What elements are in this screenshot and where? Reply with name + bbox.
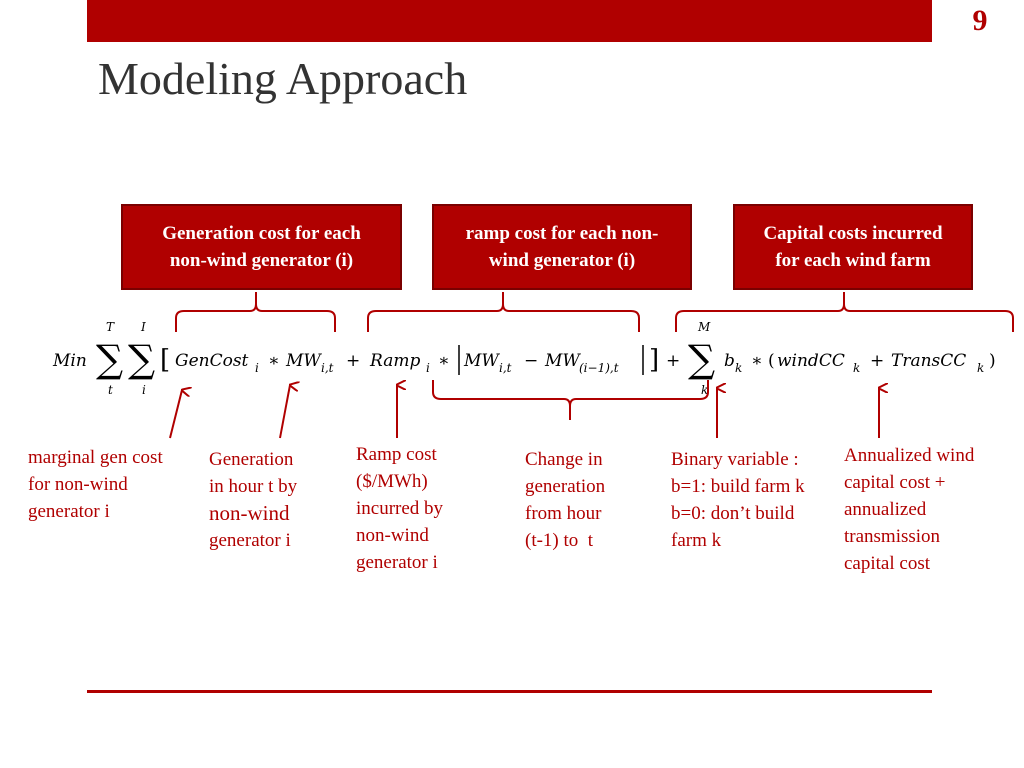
- ann-annualized-line5: capital cost: [844, 553, 930, 574]
- annotation-change-in-generation: Change in generation from hour (t-1) to …: [525, 446, 605, 554]
- eq-mw3-sub: (i−1),t: [579, 361, 619, 375]
- annotation-ramp-cost: Ramp cost ($/MWh) incurred by non-wind g…: [356, 441, 443, 576]
- ann-generation-line3: non-wind: [209, 501, 290, 525]
- eq-sigma-k: ∑: [688, 337, 715, 381]
- eq-gencost-sub: i: [255, 361, 259, 375]
- top-brackets: [175, 292, 1014, 332]
- bottom-accent-bar: [87, 690, 932, 693]
- eq-star2: ∗: [438, 351, 450, 371]
- eq-b-sub: k: [735, 361, 742, 375]
- ann-binary-line1: Binary variable :: [671, 449, 799, 470]
- eq-plus1: +: [346, 351, 360, 371]
- eq-plus2: +: [666, 351, 680, 371]
- arrow-generation: [279, 385, 290, 439]
- eq-upper-T: T: [106, 320, 115, 334]
- eq-lower-t: t: [108, 383, 113, 397]
- eq-mw2-sub: i,t: [499, 361, 512, 375]
- ann-marginal-line3: generator i: [28, 501, 110, 522]
- objective-equation: Min ∑ T t ∑ I i [ GenCost i ∗ MW i,t + R…: [52, 320, 996, 397]
- eq-minus: −: [524, 351, 538, 371]
- page-title: Modeling Approach: [98, 53, 468, 104]
- eq-lparen: (: [768, 351, 775, 371]
- slide-number: 9: [972, 4, 988, 37]
- annotation-generation: Generation in hour t by non-wind generat…: [209, 446, 297, 554]
- eq-ramp-sub: i: [426, 361, 430, 375]
- eq-sigma-i: ∑: [128, 337, 155, 381]
- capital-cost-brace: [675, 292, 1014, 332]
- ann-annualized-line3: annualized: [844, 499, 927, 520]
- eq-rbracket: ]: [649, 345, 659, 375]
- ann-binary-line4: farm k: [671, 530, 722, 551]
- ann-annualized-line2: capital cost +: [844, 472, 946, 493]
- eq-ramp: Ramp: [369, 351, 420, 371]
- eq-transcc-sub: k: [977, 361, 984, 375]
- ann-generation-line4: generator i: [209, 530, 291, 551]
- change-brace: [432, 380, 709, 420]
- generation-cost-line1: Generation cost for each: [162, 223, 361, 244]
- capital-cost-line2: for each wind farm: [775, 250, 931, 271]
- ann-generation-line2: in hour t by: [209, 476, 298, 497]
- eq-upper-I: I: [140, 320, 146, 334]
- ramp-cost-line1: ramp cost for each non-: [465, 223, 659, 244]
- eq-upper-M: M: [697, 320, 711, 334]
- top-accent-bar: [87, 0, 932, 42]
- arrow-marginal: [169, 390, 182, 439]
- eq-mw3: MW: [544, 351, 581, 371]
- annotation-marginal-gen-cost: marginal gen cost for non-wind generator…: [28, 444, 163, 525]
- ann-binary-line2: b=1: build farm k: [671, 476, 805, 497]
- eq-star1: ∗: [268, 351, 280, 371]
- ann-binary-line3: b=0: don’t build: [671, 503, 795, 524]
- ann-marginal-line2: for non-wind: [28, 474, 128, 495]
- ann-marginal-line1: marginal gen cost: [28, 447, 163, 468]
- eq-lower-i: i: [142, 383, 146, 397]
- eq-transcc: TransCC: [891, 351, 966, 371]
- ann-change-line2: generation: [525, 476, 606, 497]
- ann-change-line1: Change in: [525, 449, 603, 470]
- eq-b: b: [724, 351, 735, 371]
- annotation-annualized-cost: Annualized wind capital cost + annualize…: [844, 442, 974, 577]
- arrows-layer: [169, 380, 1024, 439]
- ramp-cost-brace: [367, 292, 640, 332]
- ann-ramp-line5: generator i: [356, 552, 438, 573]
- eq-star3: ∗: [751, 351, 763, 371]
- eq-lower-k: k: [701, 383, 708, 397]
- eq-min: Min: [52, 351, 87, 371]
- eq-windcc: windCC: [777, 351, 845, 371]
- eq-mw1-sub: i,t: [321, 361, 334, 375]
- gen-cost-brace: [175, 292, 336, 332]
- generation-cost-box: Generation cost for each non-wind genera…: [121, 204, 402, 290]
- ann-change-line4: (t-1) to t: [525, 530, 594, 551]
- eq-sigma-t: ∑: [96, 337, 123, 381]
- capital-cost-line1: Capital costs incurred: [763, 223, 943, 244]
- ann-ramp-line4: non-wind: [356, 525, 429, 546]
- eq-gencost: GenCost: [175, 351, 249, 371]
- ramp-cost-line2: wind generator (i): [488, 250, 636, 271]
- capital-cost-box: Capital costs incurred for each wind far…: [733, 204, 973, 290]
- ann-change-line3: from hour: [525, 503, 602, 524]
- eq-lbracket: [: [160, 345, 170, 375]
- ann-generation-line1: Generation: [209, 449, 294, 470]
- eq-plus3: +: [870, 351, 884, 371]
- generation-cost-line2: non-wind generator (i): [169, 250, 354, 271]
- eq-mw1: MW: [285, 351, 322, 371]
- eq-windcc-sub: k: [853, 361, 860, 375]
- annotation-binary-variable: Binary variable : b=1: build farm k b=0:…: [671, 446, 805, 554]
- eq-rparen: ): [989, 351, 996, 371]
- ann-ramp-line3: incurred by: [356, 498, 444, 519]
- ann-ramp-line2: ($/MWh): [356, 471, 428, 492]
- ann-annualized-line4: transmission: [844, 526, 941, 547]
- eq-mw2: MW: [463, 351, 500, 371]
- ann-ramp-line1: Ramp cost: [356, 444, 437, 465]
- ramp-cost-box: ramp cost for each non- wind generator (…: [432, 204, 692, 290]
- ann-annualized-line1: Annualized wind: [844, 445, 975, 466]
